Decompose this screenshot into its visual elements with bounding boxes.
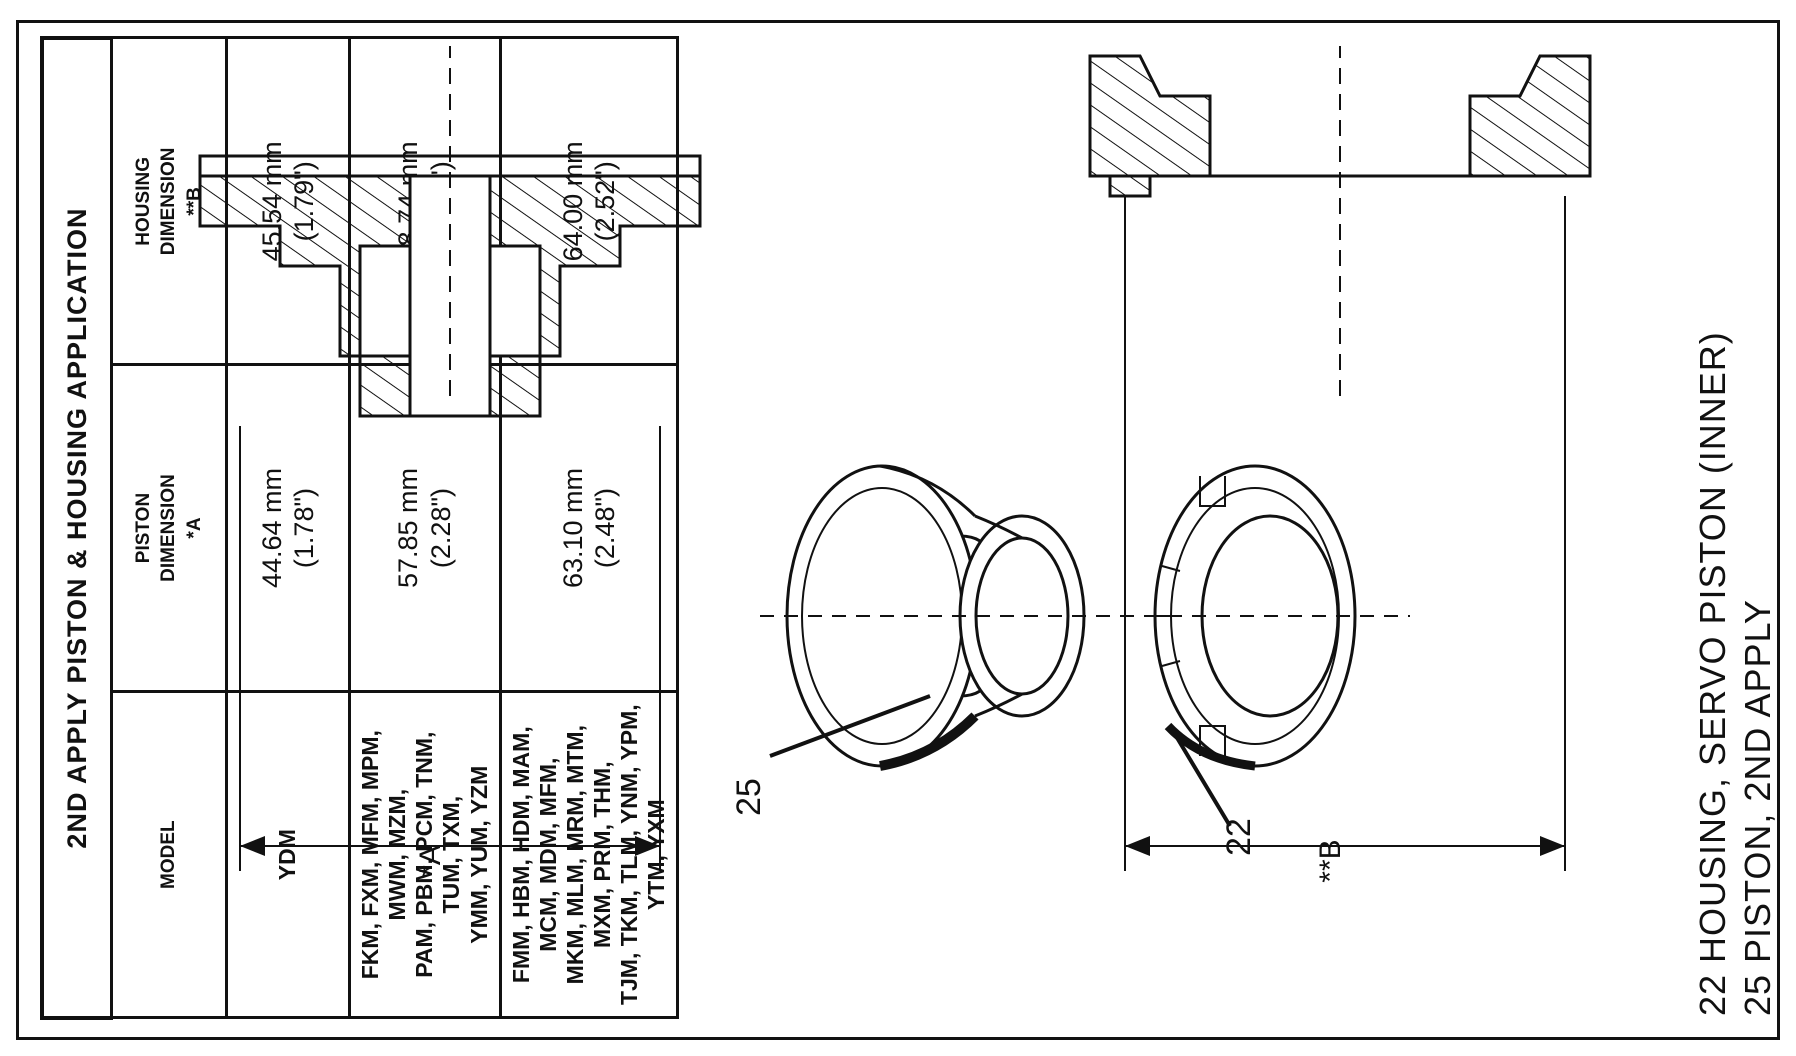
callout-22-leader (1168, 724, 1232, 828)
parts-legend: 22 HOUSING, SERVO PISTON (INNER) 25 PIST… (1690, 36, 1780, 1016)
dimension-b (1124, 196, 1566, 871)
callout-22: 22 (1220, 818, 1258, 856)
housing-3d-view (1153, 464, 1357, 771)
callout-25-leader (769, 694, 931, 758)
legend-item-22: 22 HOUSING, SERVO PISTON (INNER) (1692, 331, 1733, 1016)
housing-section (1088, 54, 1592, 198)
piston-section (198, 154, 702, 418)
callout-25: 25 (730, 778, 768, 816)
dimension-a-label: *A (414, 845, 447, 877)
dimension-a (239, 426, 661, 871)
dimension-b-label: **B (1314, 839, 1347, 882)
legend-item-25: 25 PISTON, 2ND APPLY (1737, 599, 1778, 1016)
